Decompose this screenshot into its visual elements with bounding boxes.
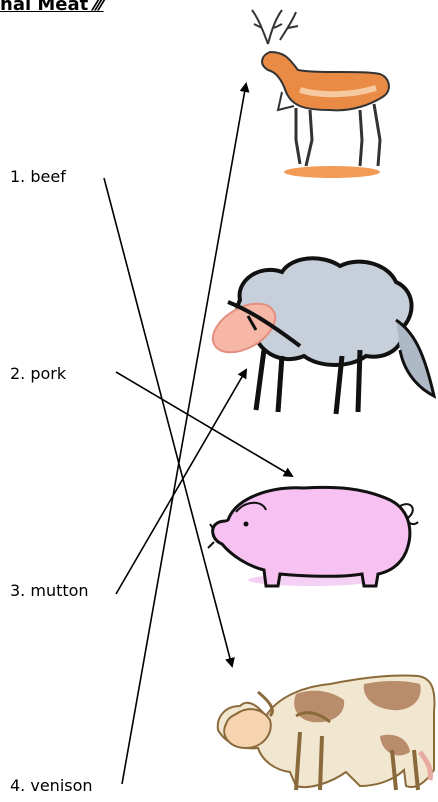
matching-lines	[104, 84, 292, 784]
match-line-mutton-to-sheep	[116, 370, 246, 594]
match-line-pork-to-pig	[116, 372, 292, 476]
match-line-beef-to-cow	[104, 178, 232, 666]
pig-image	[208, 487, 418, 586]
cow-image	[218, 675, 435, 790]
match-line-venison-to-deer	[122, 84, 246, 784]
sheep-image	[205, 258, 434, 414]
deer-image	[252, 10, 389, 178]
